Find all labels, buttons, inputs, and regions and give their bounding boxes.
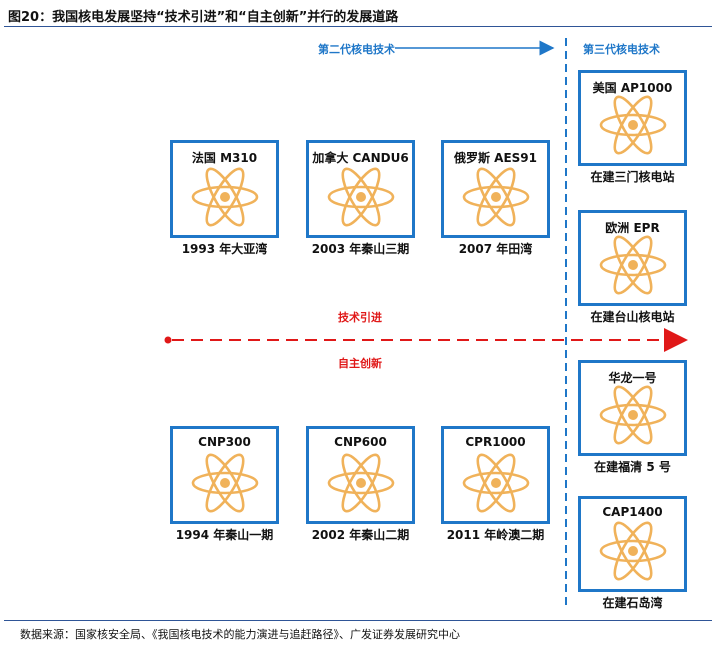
reactor-name: 美国 AP1000 — [592, 81, 673, 95]
reactor-caption: 在建三门核电站 — [590, 170, 675, 184]
innovation-label: 自主创新 — [338, 357, 382, 370]
reactor-caption: 2003 年秦山三期 — [311, 242, 410, 256]
atom-icon — [599, 385, 666, 445]
gen3-label: 第三代核电技术 — [583, 43, 660, 56]
reactor-caption: 在建福清 5 号 — [594, 460, 671, 474]
reactor-caption: 1994 年秦山一期 — [175, 528, 274, 542]
reactor-caption: 在建台山核电站 — [590, 310, 675, 324]
reactor-card-gen3-2: 欧洲 EPR — [578, 210, 687, 306]
reactor-caption: 2002 年秦山二期 — [311, 528, 410, 542]
reactor-card-domestic-1: CNP300 — [170, 426, 279, 524]
reactor-card-imported-3: 俄罗斯 AES91 — [441, 140, 550, 238]
reactor-name: 俄罗斯 AES91 — [453, 151, 537, 165]
reactor-caption: 2011 年岭澳二期 — [446, 528, 545, 542]
import-label: 技术引进 — [338, 311, 382, 324]
atom-icon — [462, 453, 529, 513]
reactor-name: 华龙一号 — [608, 371, 657, 385]
reactor-caption: 在建石岛湾 — [602, 596, 663, 610]
reactor-name: 欧洲 EPR — [605, 221, 660, 235]
timeline-start-dot — [164, 336, 172, 344]
atom-icon — [599, 95, 666, 155]
reactor-name: 加拿大 CANDU6 — [312, 151, 409, 165]
reactor-name: CNP300 — [198, 435, 251, 449]
source-note: 数据来源：国家核安全局、《我国核电技术的能力演进与追赶路径》、广发证券发展研究中… — [20, 628, 460, 641]
reactor-name: 法国 M310 — [191, 151, 258, 165]
gen2-label: 第二代核电技术 — [318, 43, 395, 56]
atom-icon — [191, 167, 258, 227]
reactor-card-domestic-3: CPR1000 — [441, 426, 550, 524]
reactor-card-gen3-3: 华龙一号 — [578, 360, 687, 456]
atom-icon — [599, 235, 666, 295]
title-divider — [4, 26, 712, 27]
reactor-name: CAP1400 — [602, 505, 663, 519]
reactor-name: CPR1000 — [465, 435, 526, 449]
reactor-card-gen3-4: CAP1400 — [578, 496, 687, 592]
reactor-name: CNP600 — [334, 435, 387, 449]
reactor-card-gen3-1: 美国 AP1000 — [578, 70, 687, 166]
figure-title: 图20：我国核电发展坚持“技术引进”和“自主创新”并行的发展道路 — [8, 10, 399, 25]
reactor-caption: 2007 年田湾 — [458, 242, 533, 256]
atom-icon — [191, 453, 258, 513]
atom-icon — [327, 167, 394, 227]
atom-icon — [599, 521, 666, 581]
reactor-card-domestic-2: CNP600 — [306, 426, 415, 524]
footer-divider — [4, 620, 712, 621]
atom-icon — [327, 453, 394, 513]
reactor-card-imported-1: 法国 M310 — [170, 140, 279, 238]
atom-icon — [462, 167, 529, 227]
reactor-card-imported-2: 加拿大 CANDU6 — [306, 140, 415, 238]
reactor-caption: 1993 年大亚湾 — [181, 242, 268, 256]
